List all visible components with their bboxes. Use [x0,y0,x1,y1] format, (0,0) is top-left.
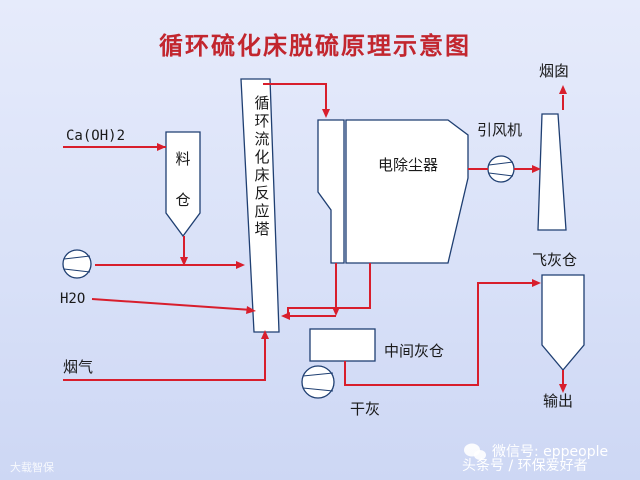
pipe-network [63,83,564,386]
arrow-silo-down [180,257,188,266]
arrow-esp-down [332,307,340,316]
watermark-left: 大载智保 [10,460,54,474]
arrow-flue-gas [261,330,269,339]
precipitator-label: 电除尘器 [378,156,438,174]
arrow-h2o [246,306,256,314]
chimney-shape [537,113,567,231]
arrow-to-chimney [532,165,541,173]
wechat-icon [464,443,486,460]
tower-char: 循 [254,94,269,112]
tower-char: 环 [254,112,269,130]
dry-ash-label: 干灰 [350,400,380,418]
silo-label-2: 仓 [175,191,190,209]
tower-char: 塔 [254,220,269,238]
diagram-title: 循环硫化床脱硫原理示意图 [159,31,471,60]
arrow-caoh2 [157,143,166,151]
arrow-chimney-out [559,85,567,94]
flow-arrows [157,85,567,393]
reactor-tower-label: 循 环 流 化 床 反 应 塔 [254,94,269,238]
chimney-label: 烟囱 [539,62,569,80]
h2o-label: H2O [60,291,85,307]
tower-char: 反 [254,184,269,202]
silo-shape [165,131,201,238]
middle-ash-silo-label: 中间灰仓 [384,342,444,360]
flue-gas-label: 烟气 [63,358,93,376]
tower-char: 应 [254,202,269,220]
middle-ash-silo-shape [309,328,376,362]
tower-char: 化 [254,148,269,166]
reactor-tower-shape [240,78,280,333]
arrow-tower-to-esp [322,109,330,118]
precipitator-hopper-shape [317,119,345,264]
precipitator-shape [345,119,469,264]
watermark-wechat: 微信号: eppeople [492,444,608,460]
watermark-toutiao: 头条号 / 环保爱好者 [462,457,588,474]
arrow-silo-to-tower [236,261,245,269]
tower-char: 流 [254,130,269,148]
output-label: 输出 [543,392,573,410]
h2o-pump-icon [62,249,92,279]
induced-fan-label: 引风机 [477,121,522,139]
tower-char: 床 [254,166,269,184]
arrow-output [559,384,567,393]
fly-ash-silo-shape [541,274,585,372]
fly-ash-silo-label: 飞灰仓 [532,251,577,269]
caoh2-label: Ca(OH)2 [66,128,125,144]
arrow-to-fly-ash [532,279,541,287]
induced-fan-icon [487,155,515,183]
silo-label-1: 料 [175,150,190,168]
arrow-return [281,312,290,320]
dry-ash-blower-icon [301,365,335,399]
